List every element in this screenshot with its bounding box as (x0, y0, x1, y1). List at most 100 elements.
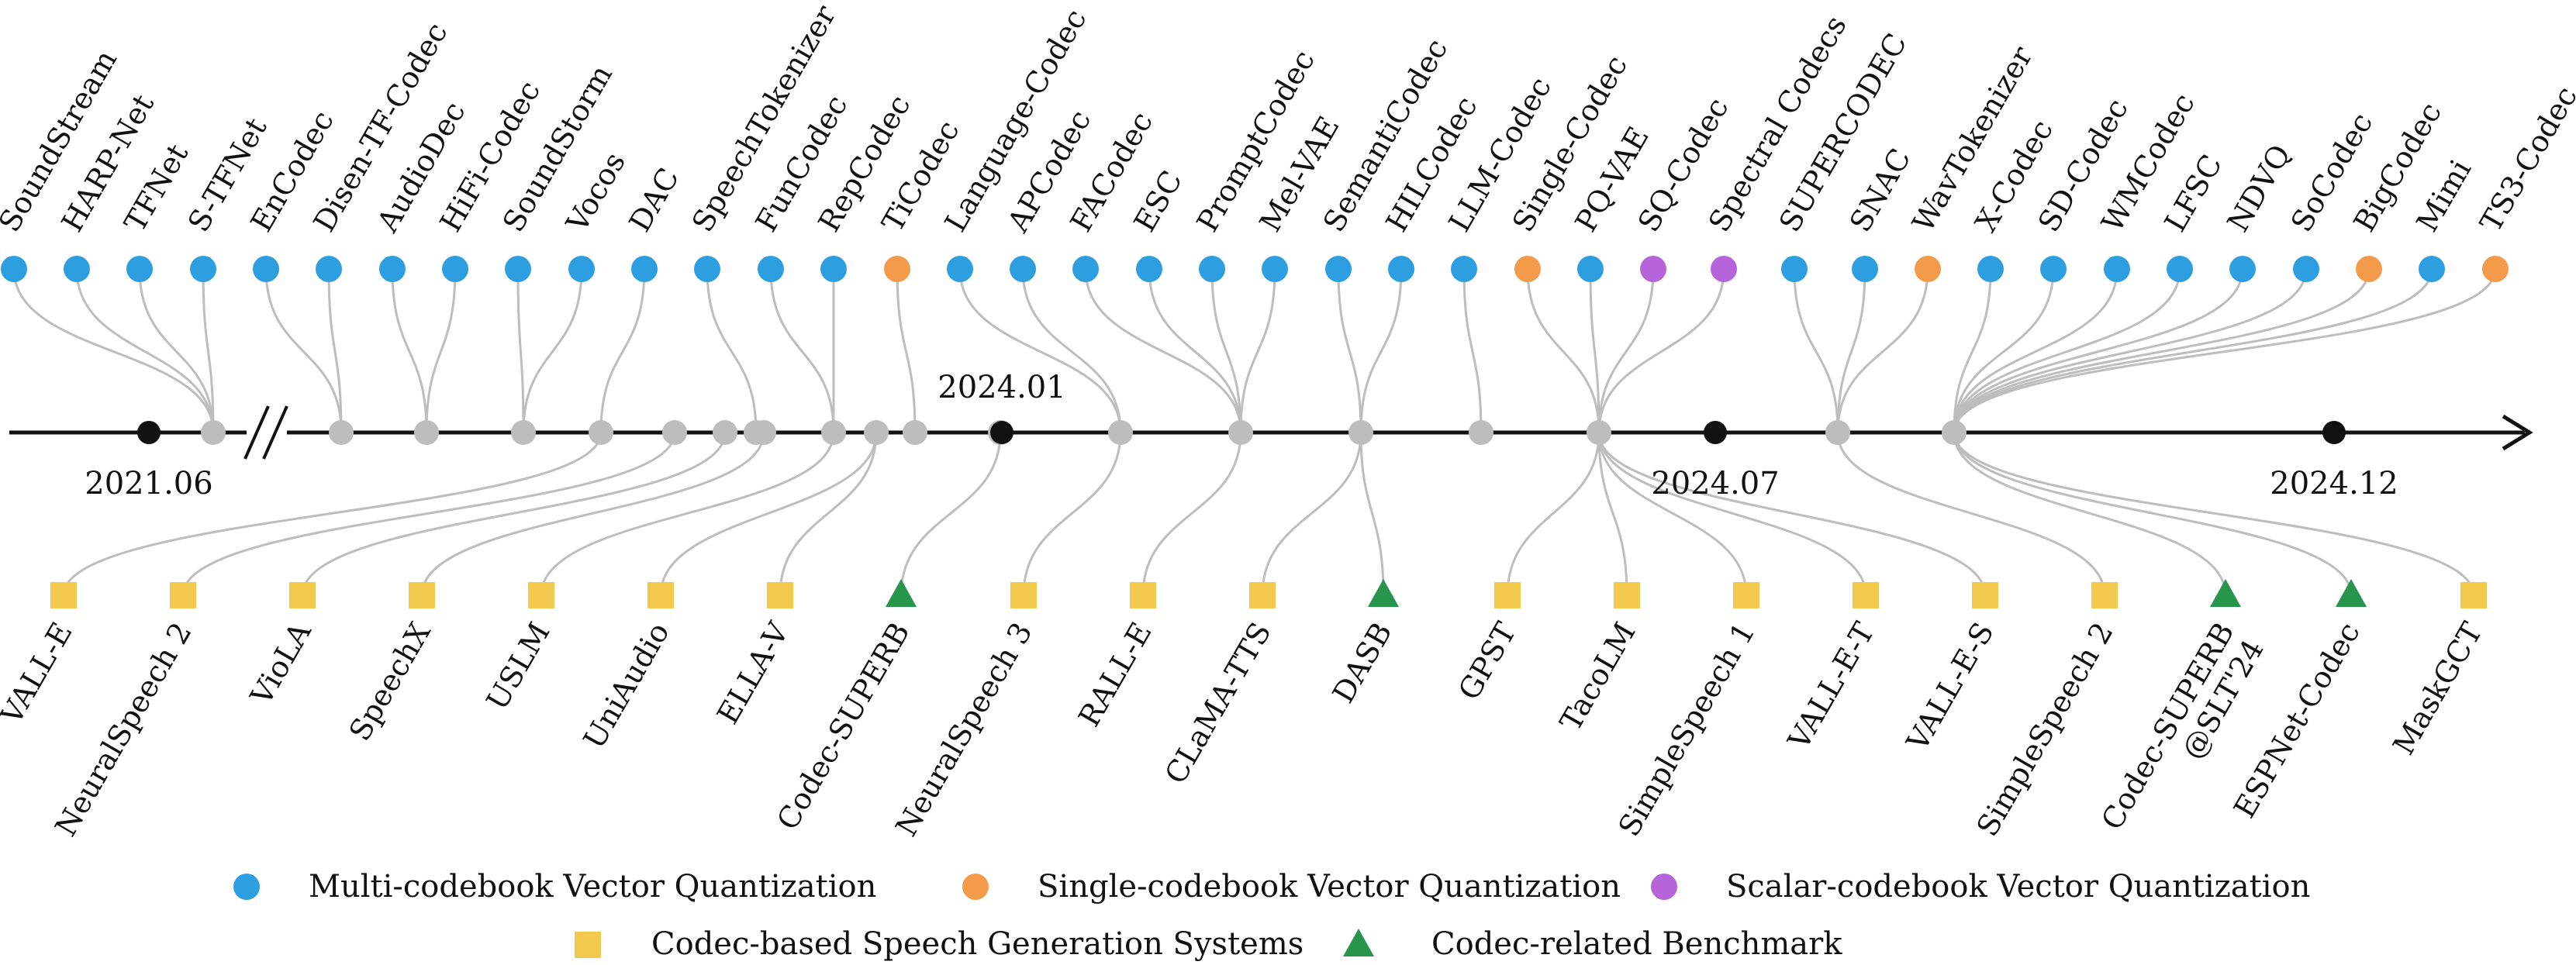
codec-marker-scalar (1711, 256, 1737, 282)
system-label-line: VioLA (243, 616, 318, 711)
codec-label: NDVQ (2221, 139, 2298, 237)
codec-connector (1239, 268, 1276, 433)
axis-node (1108, 420, 1133, 445)
system-label: VALL-E-S (1900, 617, 2001, 757)
system-label: SimpleSpeech 1 (1611, 617, 1761, 843)
axis-node (864, 420, 889, 445)
codec-marker-multi (1136, 256, 1162, 282)
system-label: UniAudio (577, 617, 676, 755)
codec-connector (1526, 268, 1601, 433)
date-marker (2322, 421, 2346, 444)
system-connector (1141, 432, 1242, 596)
axis-break-slash (243, 405, 270, 460)
system-label-line: SpeechX (343, 617, 437, 747)
axis-node (821, 420, 846, 445)
codec-marker-single (2356, 256, 2382, 282)
system-label: VALL-E (0, 617, 79, 731)
system-label-line: GPST (1452, 617, 1523, 706)
codec-connector (1210, 268, 1242, 433)
codec-marker-multi (64, 256, 90, 282)
codec-connector (1589, 268, 1601, 433)
system-connector (1836, 432, 2106, 596)
codec-connector (391, 268, 428, 433)
timeline-axis (9, 405, 2533, 460)
codec-connector (1953, 268, 2055, 433)
axis-node (589, 420, 613, 445)
codec-marker-multi (2040, 256, 2067, 282)
codec-marker-multi (2229, 256, 2256, 282)
axis-node (1228, 420, 1253, 445)
system-connector (1597, 432, 1867, 596)
system-connector (301, 432, 727, 596)
codec-marker-multi (2419, 256, 2445, 282)
timeline-arrow-head (2502, 414, 2533, 451)
axis-node (329, 420, 354, 445)
system-label-line: VALL-E (0, 617, 79, 731)
codec-connector (1953, 268, 2308, 433)
system-label: RALL-E (1072, 617, 1159, 732)
system-marker (50, 582, 77, 608)
codec-marker-multi (1199, 256, 1225, 282)
codec-marker-multi (1072, 256, 1099, 282)
codec-marker-multi (631, 256, 658, 282)
system-label: DASB (1326, 617, 1399, 709)
system-label: VALL-E-T (1781, 617, 1881, 756)
codec-marker-multi (1781, 256, 1808, 282)
date-label: 2024.07 (1651, 466, 1779, 501)
codec-connector (264, 268, 343, 433)
system-label: ELLA-V (710, 616, 796, 729)
codec-marker-multi (505, 256, 531, 282)
system-label-line: DASB (1326, 617, 1399, 709)
axis-node (1587, 420, 1611, 445)
codec-connector (958, 268, 1122, 433)
system-label: MaskGCT (2386, 617, 2489, 761)
codec-label: TS3-Codec (2474, 81, 2576, 238)
codec-marker-single (884, 256, 910, 282)
system-connector (1597, 432, 1748, 596)
system-marker (2460, 582, 2487, 608)
codec-marker-multi (379, 256, 406, 282)
legend-label-multi: Multi-codebook Vector Quantization (309, 869, 876, 905)
legend-label-scalar: Scalar-codebook Vector Quantization (1726, 869, 2310, 905)
system-label-line: UniAudio (577, 617, 676, 755)
system-label-line: ELLA-V (710, 616, 796, 729)
system-connector (1953, 432, 2475, 596)
codec-marker-multi (1325, 256, 1352, 282)
codec-label: SNAC (1843, 143, 1918, 237)
system-connector (1953, 432, 2227, 596)
legend-marker-single (962, 874, 989, 900)
codec-marker-multi (442, 256, 468, 282)
system-connector (1597, 432, 1628, 596)
axis-node (414, 420, 439, 445)
codec-connector (1084, 268, 1242, 433)
codec-marker-multi (190, 256, 216, 282)
axis-node (511, 420, 536, 445)
system-marker (1249, 582, 1276, 608)
codec-label: SUPERCODEC (1773, 28, 1914, 238)
date-label: 2021.06 (85, 466, 212, 501)
codec-marker-multi (758, 256, 784, 282)
codec-marker-multi (694, 256, 720, 282)
axis-node (1942, 420, 1967, 445)
codec-connector (1337, 268, 1362, 433)
system-label: NeuralSpeech 2 (48, 617, 198, 843)
codec-connector (1359, 268, 1403, 433)
connector-lines (12, 268, 2497, 596)
system-connector (1359, 432, 1385, 596)
codec-marker-multi (1, 256, 27, 282)
codec-marker-single (1915, 256, 1941, 282)
codec-connector (75, 268, 215, 433)
codec-connector (1953, 268, 2118, 433)
codec-connector (425, 268, 457, 433)
system-label-line: VALL-E-S (1900, 617, 2001, 757)
benchmark-marker (2336, 579, 2367, 607)
system-marker (2091, 582, 2118, 608)
codec-marker-multi (947, 256, 973, 282)
legend-marker-multi (233, 874, 260, 900)
legend-label-system: Codec-based Speech Generation Systems (651, 926, 1304, 962)
axis-node (751, 420, 776, 445)
system-connector (420, 432, 765, 596)
system-marker (767, 582, 793, 608)
codec-connector (1462, 268, 1483, 433)
